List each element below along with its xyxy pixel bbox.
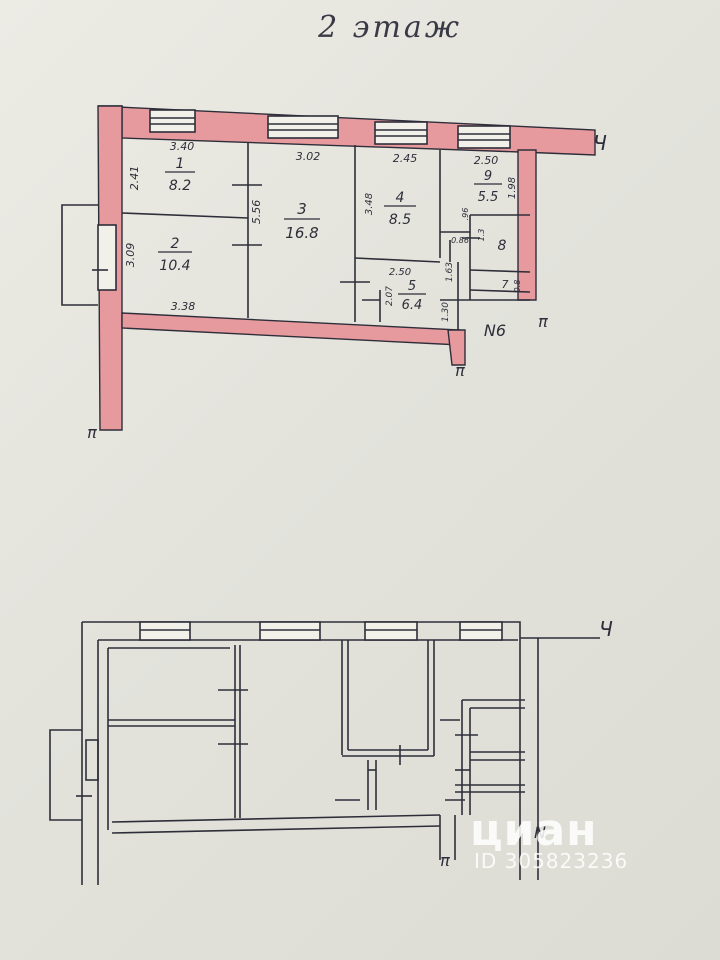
dim-2-50: 2.50 bbox=[474, 154, 499, 167]
watermark-id: ID 305823236 bbox=[474, 849, 629, 873]
dim-3-38: 3.38 bbox=[171, 300, 196, 313]
room-9-area: 5.5 bbox=[478, 190, 499, 205]
windows-upper bbox=[97, 109, 511, 291]
marker-right-top: Ч bbox=[593, 131, 607, 155]
dim-2-45: 2.45 bbox=[393, 152, 418, 165]
dim-0-8: 0.8 bbox=[513, 280, 522, 293]
room-5-area: 6.4 bbox=[402, 298, 423, 313]
dim-1-63: 1.63 bbox=[445, 262, 455, 282]
lower-labels: Ч N π bbox=[440, 617, 613, 870]
room-2-number: 2 bbox=[171, 236, 180, 252]
dim-2-50b: 2.50 bbox=[389, 267, 411, 278]
upper-plan bbox=[61, 105, 596, 431]
room-2-area: 10.4 bbox=[159, 258, 190, 274]
wall-bottom bbox=[121, 312, 461, 346]
window-1 bbox=[149, 109, 196, 133]
dim-2-41: 2.41 bbox=[128, 166, 141, 191]
balcony bbox=[61, 204, 98, 306]
wall-stair bbox=[447, 329, 466, 366]
apartment-number: N6 bbox=[484, 321, 506, 340]
room-9-number: 9 bbox=[484, 169, 492, 184]
dim-3-40: 3.40 bbox=[170, 140, 195, 153]
watermark-logo: циан bbox=[470, 805, 598, 856]
lower-marker-stair: π bbox=[440, 851, 450, 870]
lower-plan bbox=[49, 621, 600, 885]
dim-2-07: 2.07 bbox=[385, 286, 395, 306]
dim-3-09: 3.09 bbox=[124, 243, 137, 268]
dim-1-98: 1.98 bbox=[507, 177, 518, 199]
room-3-area: 16.8 bbox=[285, 224, 318, 242]
dim-0-86: 0.86 bbox=[451, 236, 469, 245]
dim-5-56: 5.56 bbox=[250, 200, 263, 225]
lower-window-3 bbox=[364, 621, 418, 641]
marker-right-bottom: π bbox=[538, 312, 548, 331]
room-5-number: 5 bbox=[408, 279, 416, 294]
lower-marker-n: N bbox=[534, 823, 546, 842]
window-2 bbox=[267, 115, 339, 139]
upper-labels: 1 8.2 2 10.4 3 16.8 4 8.5 5 6.4 9 5.5 8 … bbox=[87, 131, 607, 442]
lower-window-2 bbox=[259, 621, 321, 641]
room-8-number: 8 bbox=[498, 238, 507, 254]
room-7-number: 7 bbox=[502, 278, 509, 291]
lower-marker-right: Ч bbox=[599, 617, 613, 641]
watermark: циан ID 305823236 bbox=[470, 805, 710, 885]
lower-window-4 bbox=[459, 621, 503, 641]
window-left bbox=[97, 224, 117, 291]
wall-right bbox=[517, 149, 537, 301]
dim-3-02: 3.02 bbox=[296, 150, 321, 163]
dim-96: .96 bbox=[461, 208, 470, 221]
dim-1-3: 1.3 bbox=[477, 229, 486, 242]
lower-window-1 bbox=[139, 621, 191, 641]
lower-balcony bbox=[49, 729, 82, 821]
marker-left-bottom: π bbox=[87, 423, 97, 442]
room-4-area: 8.5 bbox=[389, 212, 411, 228]
window-4 bbox=[457, 125, 511, 149]
dim-1-30: 1.30 bbox=[441, 302, 451, 322]
window-3 bbox=[374, 121, 428, 145]
dim-3-48: 3.48 bbox=[364, 193, 375, 215]
room-3-number: 3 bbox=[297, 200, 307, 218]
room-4-number: 4 bbox=[396, 190, 405, 206]
room-1-number: 1 bbox=[176, 156, 185, 172]
room-1-area: 8.2 bbox=[169, 178, 191, 194]
floor-title: 2 этаж bbox=[318, 10, 462, 45]
marker-stair: π bbox=[455, 361, 465, 380]
